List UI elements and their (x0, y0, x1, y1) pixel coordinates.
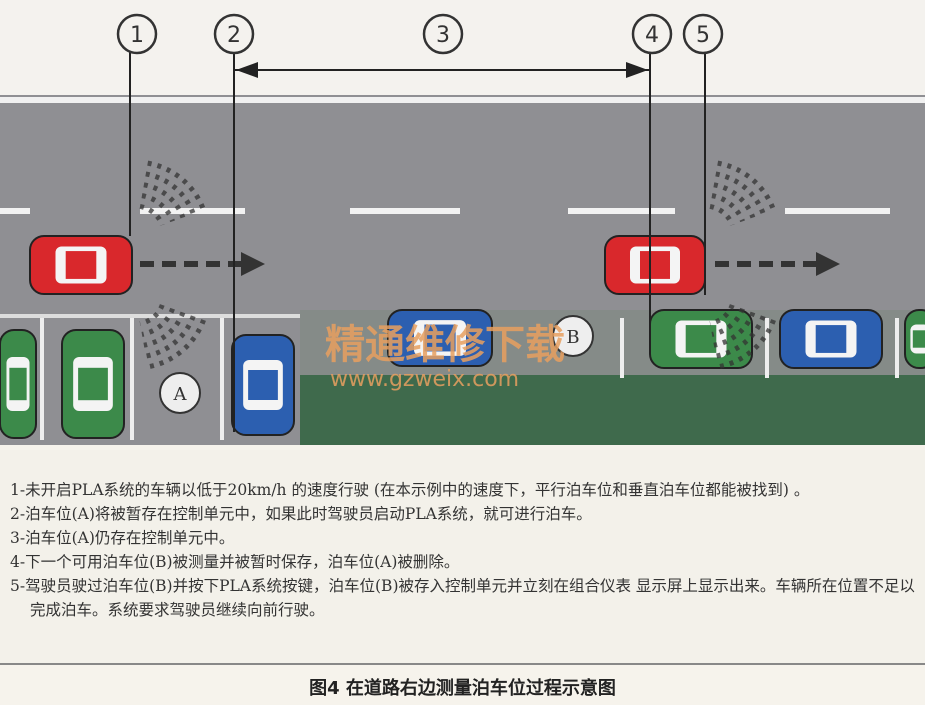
notes-list: 1-未开启PLA系统的车辆以低于20km/h 的速度行驶 (在本示例中的速度下，… (10, 478, 915, 622)
sensor-wave (139, 303, 165, 327)
parking-line (0, 314, 300, 318)
marker-5: 5 (696, 23, 710, 48)
sensor-wave (141, 193, 175, 223)
marker-1: 1 (130, 23, 144, 48)
note-3: 3-泊车位(A)仍存在控制单元中。 (10, 529, 235, 547)
car-blue-parked-1 (231, 334, 295, 436)
slot-a: A (159, 372, 201, 414)
arrowhead-icon (241, 252, 265, 276)
parking-stripe (895, 318, 899, 378)
note-1: 1-未开启PLA系统的车辆以低于20km/h 的速度行驶 (在本示例中的速度下，… (10, 481, 810, 499)
lane-dash (350, 208, 460, 214)
car-red-1 (29, 235, 133, 295)
parking-stripe (620, 318, 624, 378)
parking-stripe (130, 318, 134, 440)
svg-text:B: B (566, 327, 579, 348)
watermark-title: 精通维修下载 (325, 322, 565, 368)
sensor-wave (709, 203, 735, 227)
grass (300, 375, 925, 445)
car-blue-parked-2 (387, 309, 493, 367)
marker-circle (116, 13, 158, 55)
figure-caption: 图4 在道路右边测量泊车位过程示意图 (309, 678, 616, 699)
sensor-wave (145, 315, 196, 359)
arrowhead-icon (816, 252, 840, 276)
sensor-wave (145, 171, 196, 215)
notes-panel (0, 450, 925, 665)
car-green-parked-1 (0, 329, 37, 439)
watermark-url: www.gzweix.com (330, 367, 519, 392)
sensor-wave (141, 307, 175, 337)
sensor-wave (709, 303, 735, 327)
marker-circle (213, 13, 255, 55)
sensor-wave (139, 203, 165, 227)
marker-4: 4 (645, 23, 659, 48)
parking-stripe (40, 318, 44, 440)
marker-circle (682, 13, 724, 55)
marker-circle (631, 13, 673, 55)
sensor-wave (711, 193, 745, 223)
car-green-parked-4 (904, 309, 925, 369)
car-green-parked-2 (61, 329, 125, 439)
sensor-wave (715, 315, 766, 359)
car-red-2 (604, 235, 706, 295)
sensor-wave (711, 307, 745, 337)
lane-dash (568, 208, 675, 214)
note-4: 4-下一个可用泊车位(B)被测量并被暂时保存，泊车位(A)被删除。 (10, 553, 460, 571)
parking-diagram: 1 2 3 4 5 A B 精通维修下载 www.gzweix.com (0, 13, 925, 445)
marker-2: 2 (227, 23, 241, 48)
svg-text:A: A (173, 384, 188, 405)
sensor-wave (715, 171, 766, 215)
slot-b: B (552, 315, 594, 357)
note-2: 2-泊车位(A)将被暂存在控制单元中，如果此时驾驶员启动PLA系统，就可进行泊车… (10, 505, 592, 523)
lane-dash (785, 208, 890, 214)
parking-stripe (765, 318, 769, 378)
car-blue-parked-3 (779, 309, 883, 369)
marker-3: 3 (436, 23, 450, 48)
note-5: 5-驾驶员驶过泊车位(B)并按下PLA系统按键，泊车位(B)被存入控制单元并立刻… (10, 577, 915, 619)
parking-stripes (0, 314, 899, 440)
lane-dash (0, 208, 30, 214)
marker-circle (422, 13, 464, 55)
parking-stripe (220, 318, 224, 440)
